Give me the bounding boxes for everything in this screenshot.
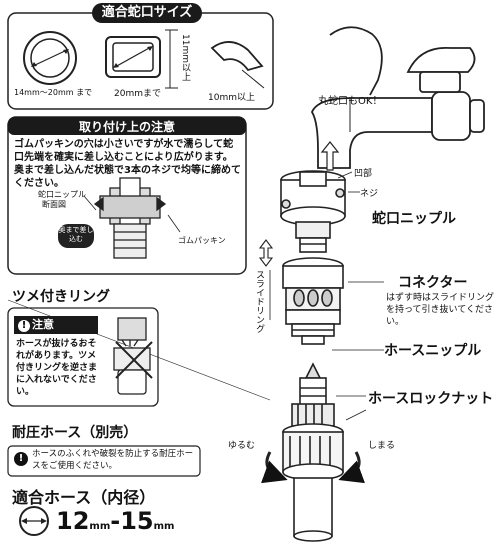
fit-hose-min: 12 (56, 507, 90, 535)
round-range-label: 14mm～20mm まで (14, 88, 93, 97)
cross-section-drawing (93, 177, 167, 259)
fit-hose-range: 12mm-15mm (56, 507, 174, 535)
pressure-hose-title: 耐圧ホース（別売） (12, 425, 138, 441)
claw-ring-title: ツメ付きリング (12, 289, 110, 305)
slide-arrow (258, 239, 274, 267)
pressure-hose-note: ホースのふくれや破裂を防止する耐圧ホースをご使用ください。 (32, 449, 194, 471)
fit-hose-title: 適合ホース（内径） (12, 488, 156, 507)
edge-min-label: 10mm以上 (208, 93, 255, 103)
install-note-title: 取り付け上の注意 (78, 120, 175, 134)
section-label-1: 蛇口ニップル (38, 190, 86, 199)
tighten-label: しまる (368, 441, 396, 451)
gasket-label: ゴムパッキン (178, 236, 226, 245)
push-label: 奥まで差し込む (58, 224, 94, 248)
loosen-label: ゆるむ (228, 441, 256, 451)
height-dimension (165, 29, 178, 89)
warning-icon: ! (14, 452, 28, 466)
caution-title-bar: !注意 (14, 316, 98, 334)
square-faucet-icon (105, 36, 161, 78)
fit-hose-dash: - (110, 507, 121, 535)
fit-hose-unit-1: mm (89, 521, 111, 532)
install-note-text: ゴムパッキンの穴は小さいですが水で濡らして蛇口先端を確実に差し込むことにより広が… (14, 139, 241, 189)
connector-note: はずす時はスライドリングを持って引き抜いてください。 (386, 293, 495, 327)
faucet-nipple-label: 蛇口ニップル (372, 211, 456, 227)
fit-hose-max: 15 (120, 507, 154, 535)
caution-title: 注意 (32, 318, 54, 331)
edge-icon (210, 41, 265, 89)
height-min-label: 11mm以上 (180, 34, 190, 81)
screw-label: ネジ (360, 189, 379, 199)
section-label-2: 断面図 (42, 200, 66, 209)
caution-icon: ! (18, 320, 30, 332)
faucet-illustration (310, 26, 485, 169)
connector-label: コネクター (398, 275, 468, 291)
recess-label: 凹部 (354, 169, 373, 179)
connector-drawing (282, 257, 344, 345)
square-max-label: 20mmまで (114, 89, 161, 99)
fit-hose-unit-2: mm (153, 521, 175, 532)
hose-lock-nut-label: ホースロックナット (368, 391, 494, 407)
round-faucet-ok-label: 丸蛇口もOK！ (318, 96, 383, 107)
hose-nipple-label: ホースニップル (384, 343, 482, 359)
hose-diameter-icon (19, 506, 49, 536)
claw-ring-drawing (113, 317, 153, 395)
hose-lock-nut-drawing (282, 423, 344, 542)
faucet-nipple-drawing (280, 170, 346, 253)
faucet-fit-title: 適合蛇口サイズ (92, 3, 202, 23)
hose-nipple-drawing (291, 362, 335, 427)
round-faucet-icon (23, 31, 77, 85)
slide-ring-label: スライドリング (254, 270, 264, 333)
caution-text: ホースが抜けるおそれがあります。ツメ付きリングを逆さまに入れないでください。 (16, 339, 98, 397)
